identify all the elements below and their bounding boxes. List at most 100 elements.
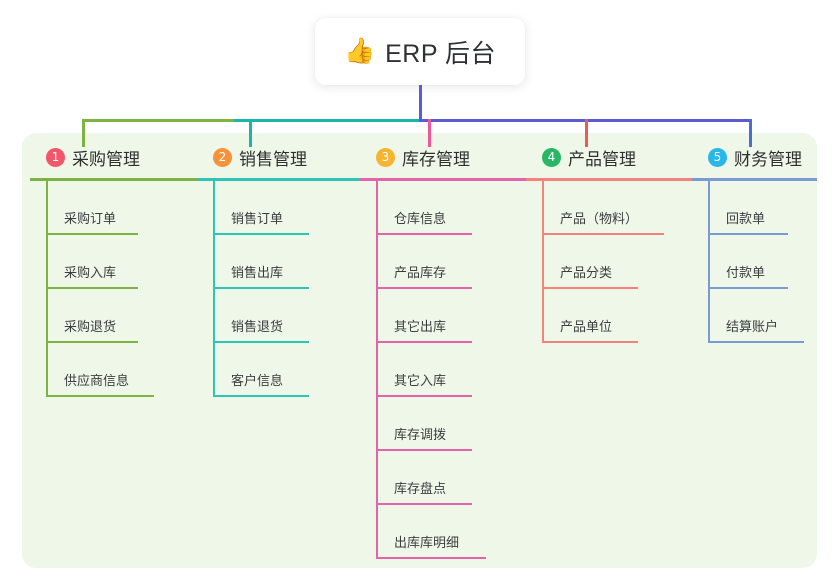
leaf-label: 库存盘点 <box>394 481 447 496</box>
leaf-rule <box>46 233 138 235</box>
leaf-rule <box>376 287 472 289</box>
leaf-item[interactable]: 产品单位 <box>542 289 694 343</box>
leaf-label: 付款单 <box>726 265 766 280</box>
leaf-label: 销售退货 <box>231 319 284 334</box>
leaf-item[interactable]: 采购订单 <box>46 181 198 235</box>
connector-drop-col1 <box>82 119 85 147</box>
leaf-rule <box>213 287 309 289</box>
column-badge-2: 2 <box>213 147 232 167</box>
leaf-spine-2 <box>213 181 215 397</box>
column-1: 1 采购管理采购订单采购入库采购退货供应商信息 <box>30 145 198 397</box>
column-header-4[interactable]: 4 产品管理 <box>526 145 694 169</box>
column-header-rule-1 <box>30 178 198 181</box>
connector-drop-col2 <box>249 119 252 147</box>
leaf-list-4: 产品（物料） 产品分类产品单位 <box>526 181 694 343</box>
leaf-item[interactable]: 产品分类 <box>542 235 694 289</box>
leaf-item[interactable]: 仓库信息 <box>376 181 528 235</box>
leaf-rule <box>708 287 788 289</box>
column-header-1[interactable]: 1 采购管理 <box>30 145 198 169</box>
connector-drop-col4 <box>585 119 588 147</box>
leaf-rule <box>46 341 138 343</box>
leaf-spine-4 <box>542 181 544 343</box>
leaf-item[interactable]: 回款单 <box>708 181 817 235</box>
column-badge-1: 1 <box>46 147 65 167</box>
leaf-label: 销售订单 <box>231 211 284 226</box>
column-title-1: 采购管理 <box>72 149 140 169</box>
leaf-item[interactable]: 结算账户 <box>708 289 817 343</box>
leaf-label: 出库库明细 <box>394 535 460 550</box>
leaf-rule <box>213 395 309 397</box>
leaf-rule <box>376 503 472 505</box>
leaf-rule <box>46 395 154 397</box>
root-node-card[interactable]: 👍 ERP 后台 <box>315 18 525 85</box>
column-3: 3 库存管理仓库信息产品库存其它出库其它入库库存调拨库存盘点出库库明细 <box>360 145 528 559</box>
column-badge-4: 4 <box>542 147 561 167</box>
column-title-3: 库存管理 <box>402 149 470 169</box>
leaf-rule <box>708 341 804 343</box>
connector-bus-green <box>82 119 234 122</box>
leaf-label: 采购入库 <box>64 265 117 280</box>
leaf-item[interactable]: 付款单 <box>708 235 817 289</box>
leaf-label: 采购退货 <box>64 319 117 334</box>
leaf-rule <box>376 233 472 235</box>
leaf-label: 产品库存 <box>394 265 447 280</box>
root-title: ERP 后台 <box>385 39 497 68</box>
column-header-5[interactable]: 5 财务管理 <box>692 145 817 169</box>
leaf-label: 采购订单 <box>64 211 117 226</box>
leaf-item[interactable]: 出库库明细 <box>376 505 528 559</box>
column-4: 4 产品管理产品（物料） 产品分类产品单位 <box>526 145 694 343</box>
thumbs-up-icon: 👍 <box>343 37 376 65</box>
leaf-item[interactable]: 产品库存 <box>376 235 528 289</box>
leaf-spine-5 <box>708 181 710 343</box>
connector-root-drop <box>419 85 422 122</box>
leaf-label: 客户信息 <box>231 373 284 388</box>
leaf-label: 销售出库 <box>231 265 284 280</box>
connector-bus-purple <box>419 119 750 122</box>
column-badge-5: 5 <box>708 147 727 167</box>
leaf-label: 产品分类 <box>560 265 613 280</box>
leaf-item[interactable]: 供应商信息 <box>46 343 198 397</box>
leaf-rule <box>46 287 138 289</box>
leaf-item[interactable]: 客户信息 <box>213 343 365 397</box>
connector-drop-col3 <box>428 119 431 147</box>
leaf-rule <box>542 341 638 343</box>
column-title-4: 产品管理 <box>568 149 636 169</box>
column-5: 5 财务管理回款单付款单结算账户 <box>692 145 817 343</box>
leaf-label: 结算账户 <box>726 319 779 334</box>
leaf-item[interactable]: 其它出库 <box>376 289 528 343</box>
leaf-item[interactable]: 其它入库 <box>376 343 528 397</box>
connector-drop-col5 <box>749 119 752 147</box>
leaf-item[interactable]: 库存盘点 <box>376 451 528 505</box>
leaf-rule <box>376 341 472 343</box>
leaf-list-1: 采购订单采购入库采购退货供应商信息 <box>30 181 198 397</box>
leaf-rule <box>376 395 472 397</box>
leaf-rule <box>213 233 309 235</box>
leaf-label: 产品（物料） <box>560 211 639 226</box>
column-title-5: 财务管理 <box>734 149 802 169</box>
leaf-label: 回款单 <box>726 211 766 226</box>
column-badge-3: 3 <box>376 147 395 167</box>
leaf-label: 其它入库 <box>394 373 447 388</box>
leaf-rule <box>542 287 638 289</box>
leaf-item[interactable]: 销售订单 <box>213 181 365 235</box>
leaf-label: 其它出库 <box>394 319 447 334</box>
column-header-rule-2 <box>197 178 365 181</box>
leaf-item[interactable]: 销售退货 <box>213 289 365 343</box>
leaf-spine-1 <box>46 181 48 397</box>
column-header-rule-4 <box>526 178 694 181</box>
leaf-rule <box>376 557 486 559</box>
leaf-list-3: 仓库信息产品库存其它出库其它入库库存调拨库存盘点出库库明细 <box>360 181 528 559</box>
leaf-list-2: 销售订单销售出库销售退货客户信息 <box>197 181 365 397</box>
leaf-label: 供应商信息 <box>64 373 130 388</box>
leaf-label: 产品单位 <box>560 319 613 334</box>
leaf-item[interactable]: 采购入库 <box>46 235 198 289</box>
leaf-label: 仓库信息 <box>394 211 447 226</box>
leaf-item[interactable]: 库存调拨 <box>376 397 528 451</box>
column-header-3[interactable]: 3 库存管理 <box>360 145 528 169</box>
leaf-item[interactable]: 采购退货 <box>46 289 198 343</box>
leaf-item[interactable]: 产品（物料） <box>542 181 694 235</box>
column-header-rule-3 <box>360 178 528 181</box>
leaf-item[interactable]: 销售出库 <box>213 235 365 289</box>
